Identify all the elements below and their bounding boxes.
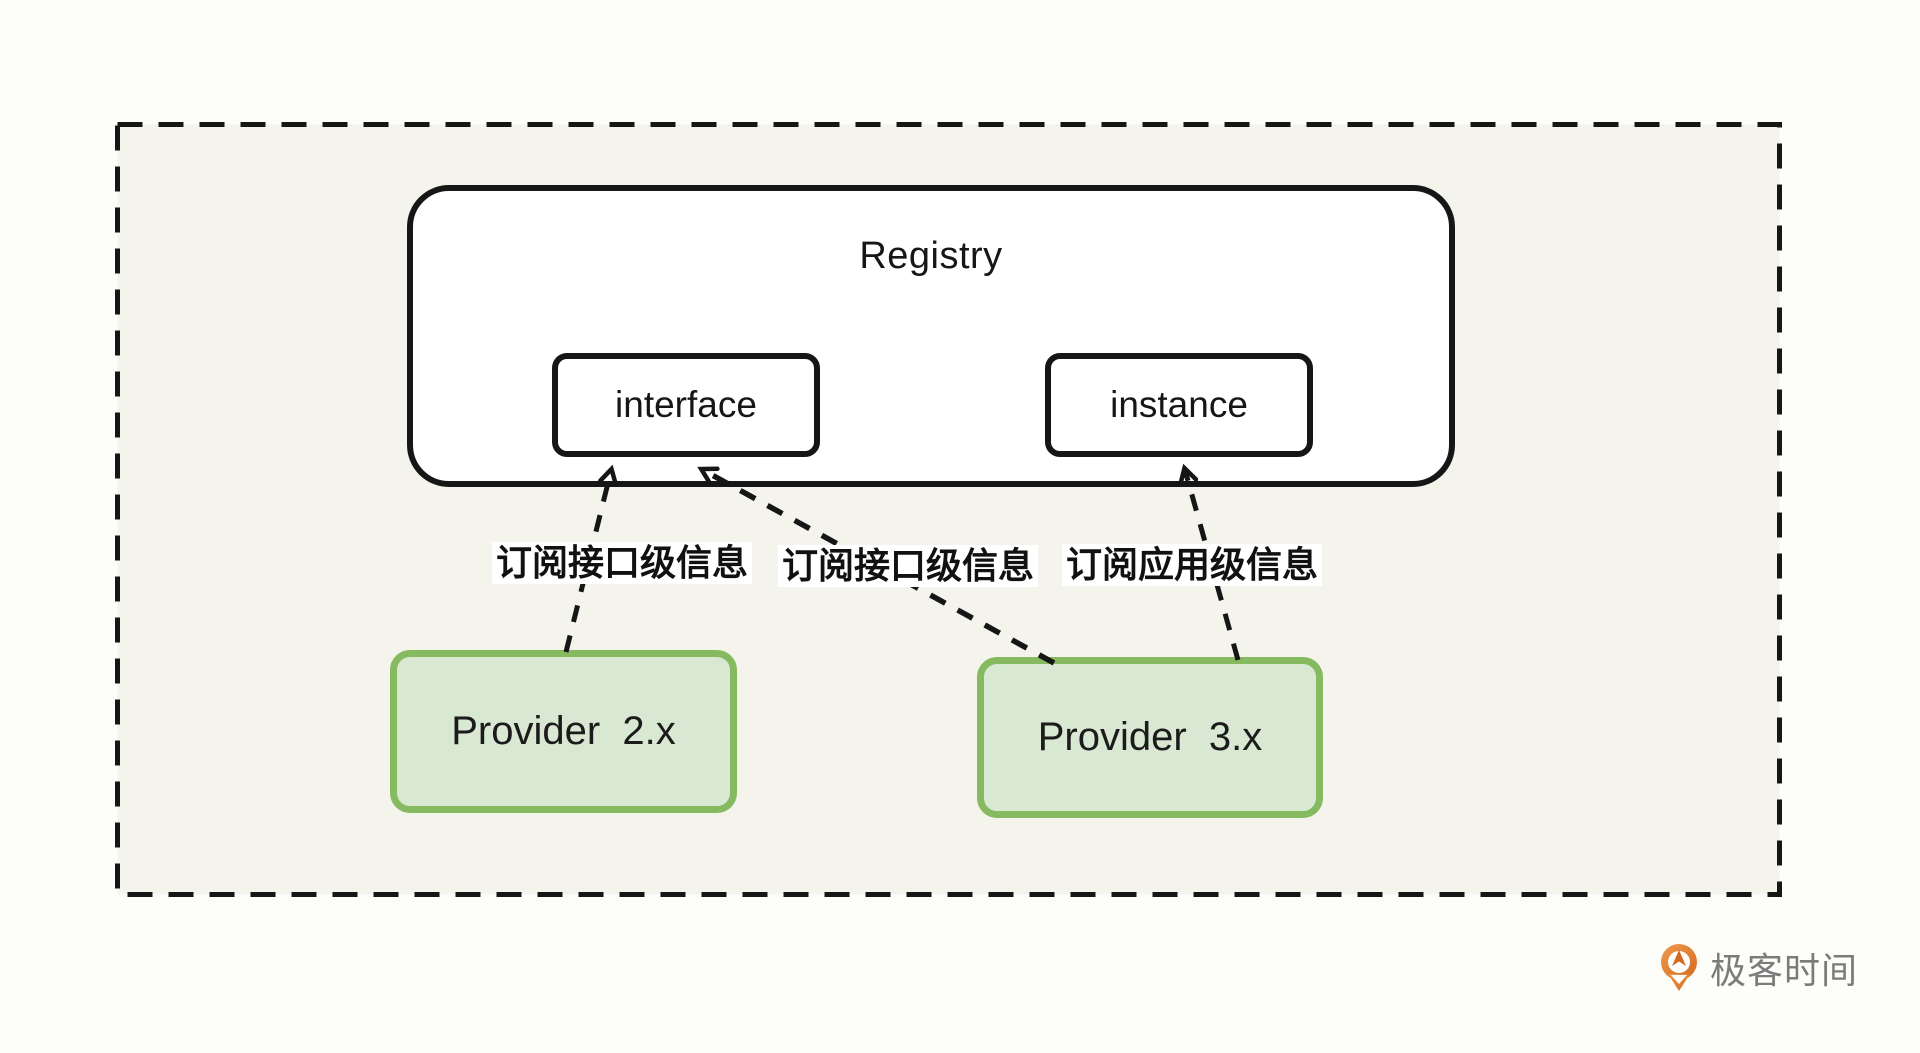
registry-title: Registry <box>859 235 1003 277</box>
provider-2x-label: Provider 2.x <box>451 709 676 753</box>
edge-label-subscribe-application: 订阅应用级信息 <box>1062 544 1323 586</box>
geektime-logo-icon <box>1661 944 1697 991</box>
interface-box: interface <box>552 353 820 457</box>
edge-label-subscribe-interface-1: 订阅接口级信息 <box>492 542 753 584</box>
provider-3x-box: Provider 3.x <box>977 657 1323 818</box>
geektime-logo-text: 极客时间 <box>1710 950 1859 991</box>
provider-2x-box: Provider 2.x <box>390 650 737 813</box>
edge-label-subscribe-interface-2: 订阅接口级信息 <box>778 545 1039 587</box>
instance-box: instance <box>1045 353 1313 457</box>
instance-label: instance <box>1110 384 1248 425</box>
interface-label: interface <box>615 384 757 425</box>
provider-3x-label: Provider 3.x <box>1037 715 1263 759</box>
geektime-logo: 极客时间 <box>1658 942 1858 994</box>
